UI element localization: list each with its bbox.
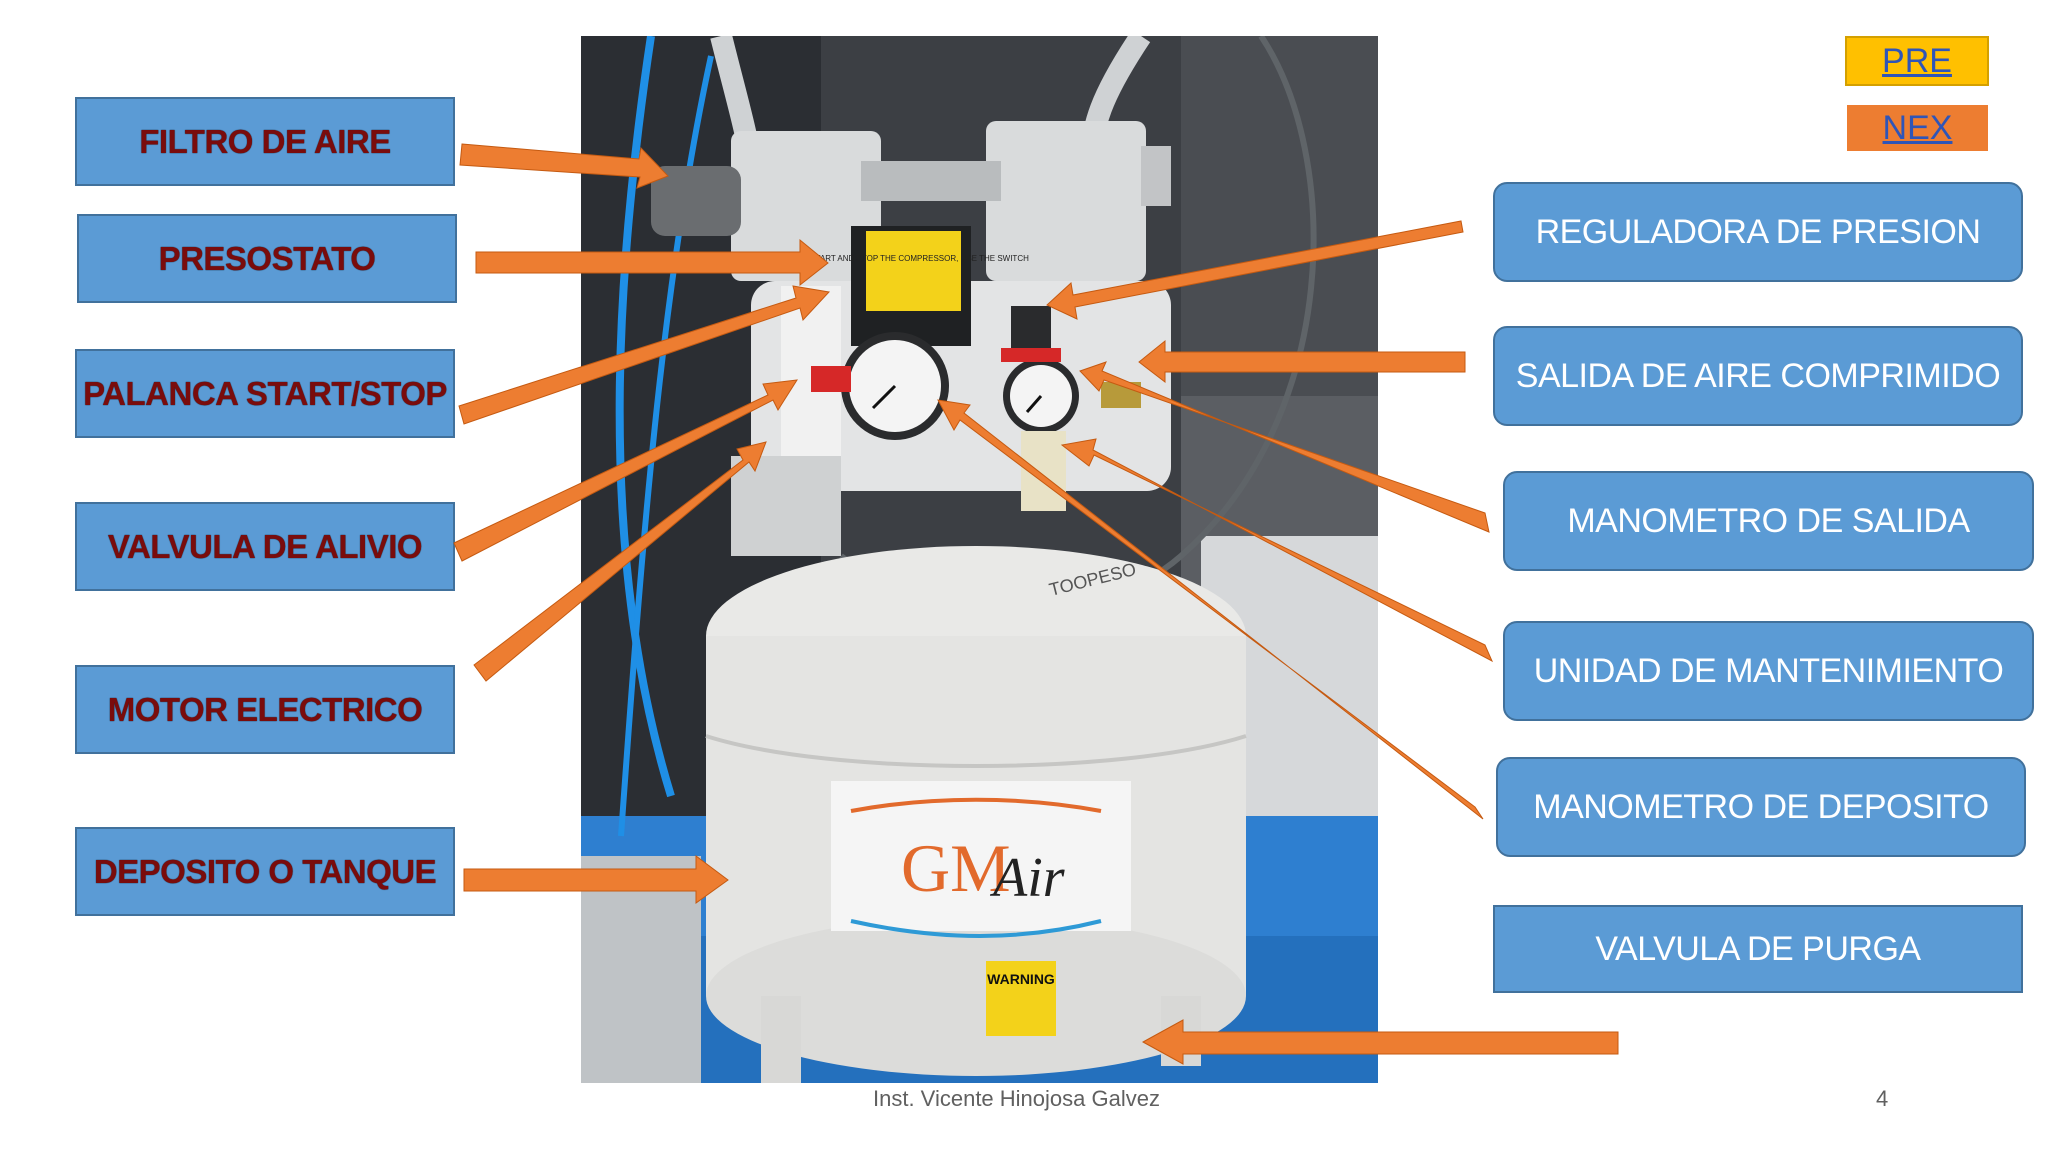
- label-salida-de-aire-comprimido: SALIDA DE AIRE COMPRIMIDO: [1493, 326, 2023, 426]
- label-reguladora-de-presion: REGULADORA DE PRESION: [1493, 182, 2023, 282]
- arrow-manometro-salida: [1079, 361, 1490, 533]
- arrow-palanca: [458, 285, 830, 425]
- label-deposito-o-tanque: DEPOSITO O TANQUE: [75, 827, 455, 916]
- label-presostato: PRESOSTATO: [77, 214, 457, 303]
- arrow-valvula-de-alivio: [453, 379, 798, 562]
- next-button[interactable]: NEX: [1847, 105, 1988, 151]
- footer-author: Inst. Vicente Hinojosa Galvez: [873, 1086, 1160, 1111]
- arrow-manometro-deposito: [937, 399, 1484, 820]
- prev-button[interactable]: PRE: [1845, 36, 1989, 86]
- label-motor-electrico: MOTOR ELECTRICO: [75, 665, 455, 754]
- arrow-filtro-de-aire: [459, 143, 669, 189]
- compressor-photo: TO START AND STOP THE COMPRESSOR, USE TH…: [581, 36, 1378, 1083]
- label-palanca-start-stop: PALANCA START/STOP: [75, 349, 455, 438]
- brand-gm: GM: [901, 830, 1011, 906]
- arrow-reguladora: [1046, 220, 1464, 320]
- label-filtro-de-aire: FILTRO DE AIRE: [75, 97, 455, 186]
- warning-sticker: WARNING: [987, 971, 1055, 987]
- arrow-deposito: [463, 855, 729, 904]
- label-manometro-de-deposito: MANOMETRO DE DEPOSITO: [1496, 757, 2026, 857]
- switch-sign-text: TO START AND STOP THE COMPRESSOR, USE TH…: [797, 254, 1029, 263]
- arrow-salida-aire: [1138, 339, 1466, 384]
- label-unidad-de-mantenimiento: UNIDAD DE MANTENIMIENTO: [1503, 621, 2034, 721]
- label-manometro-de-salida: MANOMETRO DE SALIDA: [1503, 471, 2034, 571]
- arrow-motor-electrico: [473, 441, 767, 682]
- arrow-unidad-mantenimiento: [1060, 438, 1494, 663]
- arrow-presostato: [475, 238, 829, 287]
- arrow-valvula-purga: [1141, 1019, 1619, 1065]
- page-number: 4: [1876, 1086, 1889, 1111]
- label-valvula-de-purga: VALVULA DE PURGA: [1493, 905, 2023, 993]
- label-valvula-de-alivio: VALVULA DE ALIVIO: [75, 502, 455, 591]
- brand-air: Air: [989, 847, 1065, 909]
